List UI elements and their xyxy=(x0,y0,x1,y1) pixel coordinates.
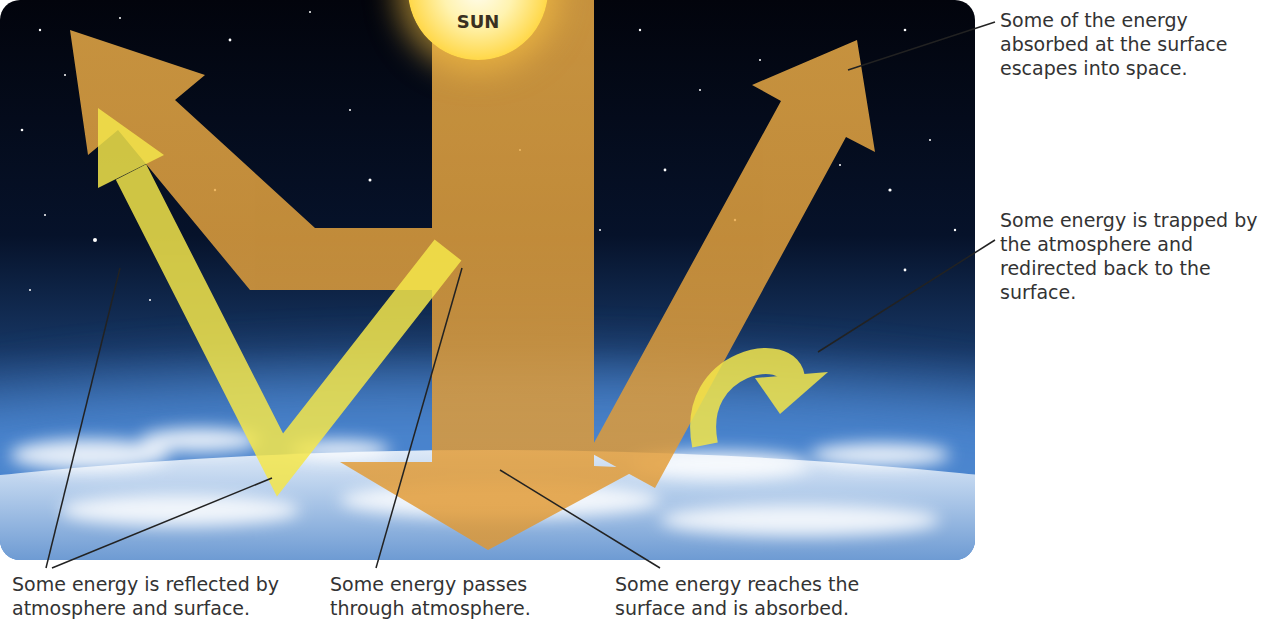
leader-lines xyxy=(46,22,995,568)
surface-reflection-arrow xyxy=(131,172,448,465)
leader-line xyxy=(848,22,995,70)
leader-line xyxy=(500,470,660,568)
trapped-energy-head xyxy=(755,372,828,414)
leader-line xyxy=(46,268,120,568)
node-label: SUN xyxy=(457,11,500,60)
callout-text: Some energy reaches the surface and is a… xyxy=(615,572,887,620)
callout-text: Some energy is trapped by the atmosphere… xyxy=(1000,208,1262,304)
leader-line xyxy=(818,240,995,352)
energy-arrows xyxy=(70,0,875,550)
callout-text: Some energy is reflected by atmosphere a… xyxy=(12,572,312,620)
callout-text: Some energy passes through atmosphere. xyxy=(330,572,552,620)
space-panel xyxy=(0,0,975,560)
escaping-energy-arrow xyxy=(589,40,875,488)
leader-line xyxy=(52,478,272,568)
leader-line xyxy=(376,268,462,568)
callout-text: Some of the energy absorbed at the surfa… xyxy=(1000,8,1262,80)
reflected-energy-arrow xyxy=(70,30,432,290)
yellow-arrows xyxy=(98,108,828,465)
surface-reflection-head xyxy=(98,108,164,188)
